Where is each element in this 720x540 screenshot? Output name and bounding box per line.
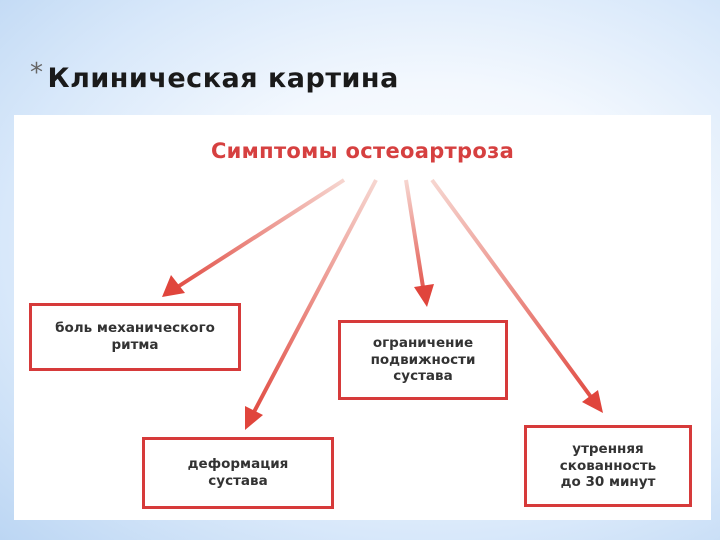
box-deformation: деформация сустава [142, 437, 334, 509]
arrow-to-pain [162, 178, 346, 297]
box-stiffness-line-3: до 30 минут [560, 474, 656, 491]
slide-title-text: Клиническая картина [47, 63, 399, 94]
box-stiffness: утренняя скованность до 30 минут [524, 425, 692, 507]
box-pain: боль механического ритма [29, 303, 241, 371]
box-pain-line-1: боль механического [55, 320, 215, 337]
arrow-to-deformation [245, 179, 378, 430]
box-stiffness-line-2: скованность [559, 457, 657, 474]
arrow-to-stiffness [430, 178, 603, 413]
box-mobility-line-2: подвижности [370, 351, 476, 368]
box-deformation-line-2: сустава [208, 473, 268, 489]
diagram-panel: Симптомы остеоартроза боль механического… [14, 115, 711, 520]
box-stiffness-line-1: утренняя [572, 440, 644, 457]
arrows-layer [162, 178, 603, 430]
box-mobility-line-1: ограничение [372, 334, 474, 351]
diagram-heading: Симптомы остеоартроза [210, 139, 515, 163]
arrow-to-mobility [404, 179, 434, 307]
slide-title: *Клиническая картина [30, 58, 399, 94]
box-pain-line-2: ритма [111, 337, 159, 353]
box-mobility: ограничение подвижности сустава [338, 320, 508, 400]
box-deformation-line-1: деформация [187, 456, 289, 473]
title-bullet: * [30, 58, 44, 88]
box-mobility-line-3: сустава [393, 368, 453, 385]
